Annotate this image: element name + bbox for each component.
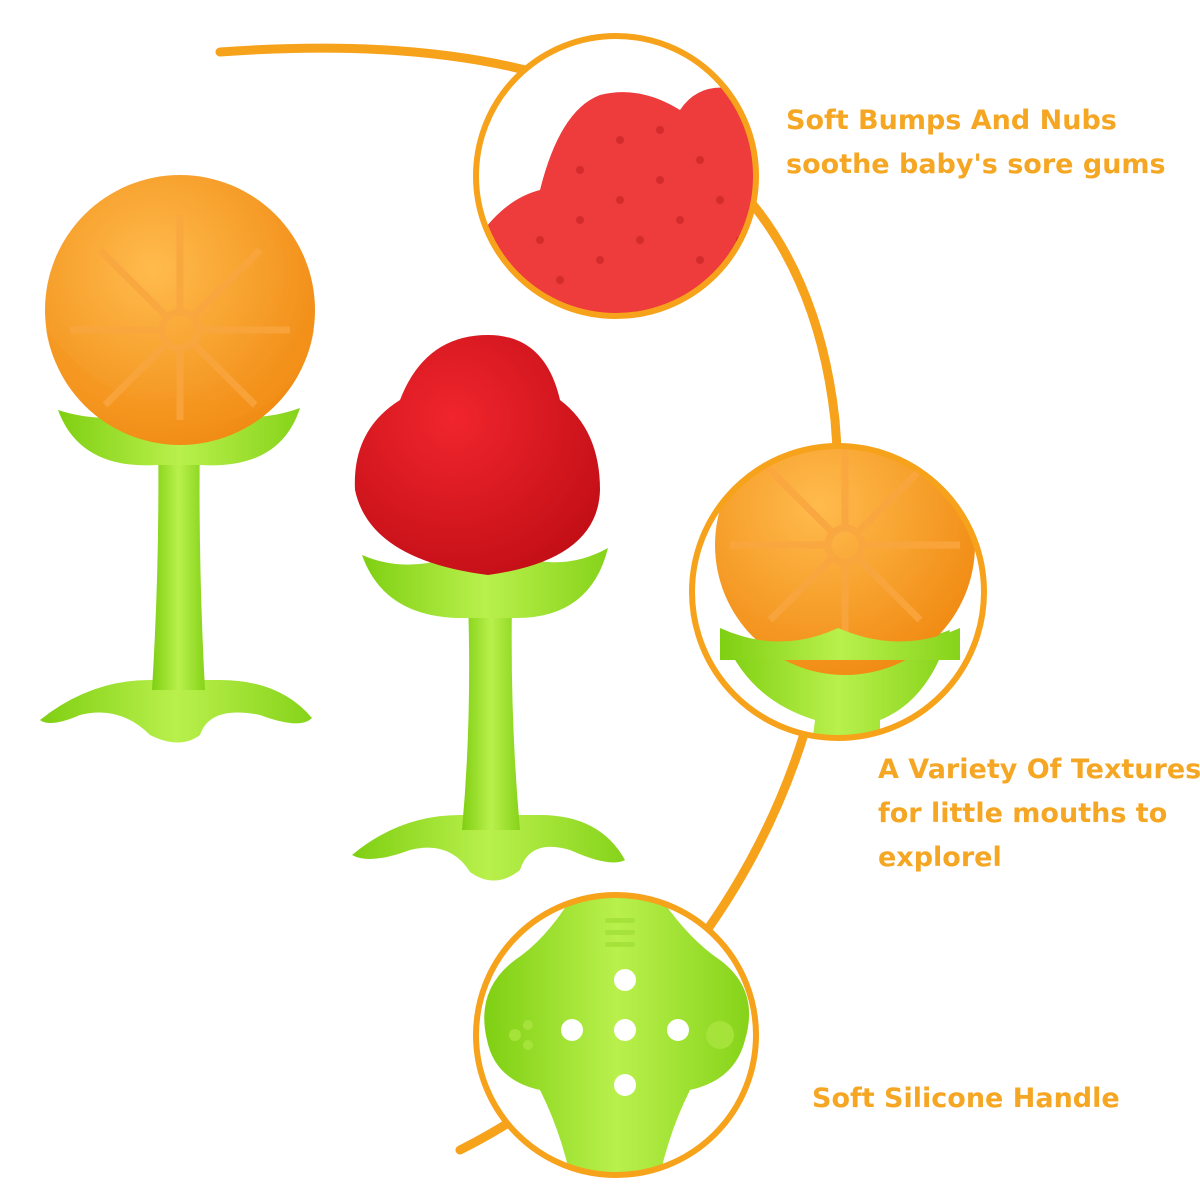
caption-title: Soft Bumps And Nubs [786, 105, 1117, 136]
zoom-orange-texture [689, 443, 987, 741]
caption-variety-textures: A Variety Of Textures for little mouths … [878, 748, 1200, 880]
zoom-strawberry-bumps [473, 33, 759, 319]
orange-teether [40, 175, 315, 743]
caption-detail: soothe baby's sore gums [786, 149, 1166, 180]
caption-title: A Variety Of Textures [878, 754, 1200, 785]
zoom-silicone-handle [473, 892, 759, 1178]
caption-detail-line: for little mouths to [878, 798, 1168, 829]
caption-soft-bumps: Soft Bumps And Nubs soothe baby's sore g… [786, 99, 1166, 187]
caption-title: Soft Silicone Handle [812, 1083, 1120, 1114]
caption-detail-line: explorel [878, 842, 1002, 873]
caption-silicone-handle: Soft Silicone Handle [812, 1077, 1120, 1121]
strawberry-teether [352, 335, 625, 881]
